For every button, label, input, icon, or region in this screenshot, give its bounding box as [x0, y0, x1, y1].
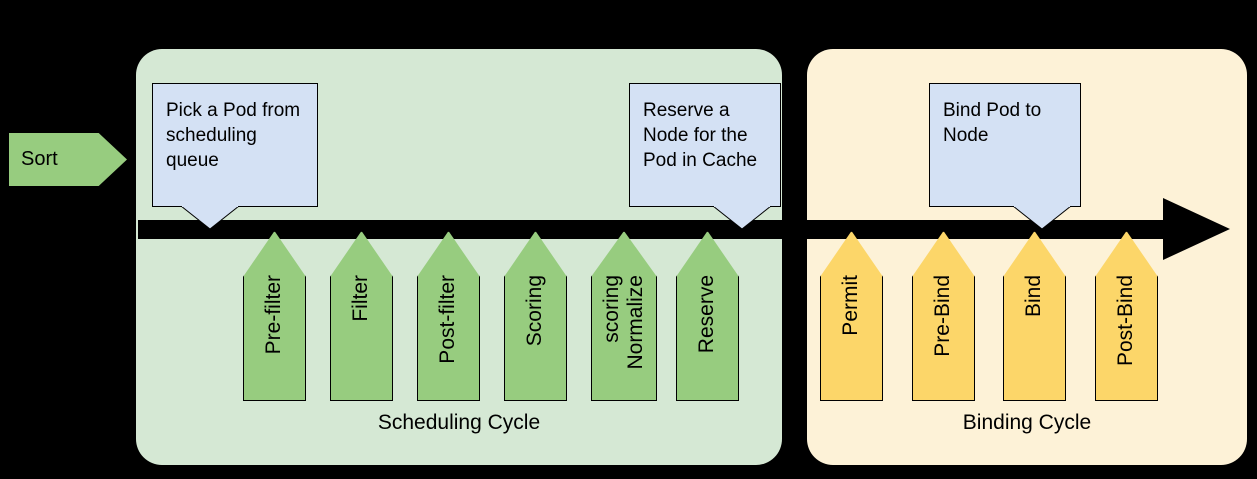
- stage-pre-bind-shape: [912, 231, 975, 401]
- callout-bind-pod: Bind Pod to Node: [929, 83, 1081, 230]
- callout-pick-pod: Pick a Pod from scheduling queue: [152, 83, 318, 230]
- stage-normalize-scoring: Normalize scoring: [591, 231, 657, 401]
- stage-filter: Filter: [330, 231, 393, 401]
- timeline-arrow-bar: [138, 220, 1167, 239]
- stage-pre-filter: Pre-filter: [243, 231, 306, 401]
- stage-post-filter: Post-filter: [417, 231, 480, 401]
- stage-reserve: Reserve: [676, 231, 739, 401]
- stage-normalize-scoring-shape: [591, 231, 657, 401]
- stage-scoring-shape: [504, 231, 567, 401]
- callout-bind-pod-text: Bind Pod to Node: [943, 100, 1042, 147]
- sort-label: Sort: [21, 148, 58, 170]
- stage-post-filter-shape: [417, 231, 480, 401]
- callout-pick-pod-tail-icon: [181, 206, 239, 230]
- scheduling-cycle-label: Scheduling Cycle: [377, 411, 541, 434]
- stage-filter-shape: [330, 231, 393, 401]
- stage-pre-filter-shape: [243, 231, 306, 401]
- stage-post-bind: Post-Bind: [1095, 231, 1158, 401]
- stage-permit-shape: [820, 231, 883, 401]
- callout-bind-pod-tail-icon: [1013, 206, 1071, 230]
- binding-cycle-label: Binding Cycle: [962, 411, 1092, 434]
- stage-scoring: Scoring: [504, 231, 567, 401]
- timeline-arrow-head-icon: [1163, 198, 1230, 260]
- stage-bind: Bind: [1003, 231, 1066, 401]
- callout-reserve-node: Reserve a Node for the Pod in Cache: [629, 83, 781, 230]
- stage-reserve-shape: [676, 231, 739, 401]
- callout-pick-pod-text: Pick a Pod from scheduling queue: [166, 100, 301, 172]
- sort-arrow: Sort: [9, 133, 127, 186]
- sort-arrow-shape: [9, 133, 127, 186]
- stage-pre-bind: Pre-Bind: [912, 231, 975, 401]
- stage-post-bind-shape: [1095, 231, 1158, 401]
- stage-permit: Permit: [820, 231, 883, 401]
- callout-reserve-node-text: Reserve a Node for the Pod in Cache: [643, 100, 758, 172]
- callout-reserve-node-tail-icon: [713, 206, 771, 230]
- stage-bind-shape: [1003, 231, 1066, 401]
